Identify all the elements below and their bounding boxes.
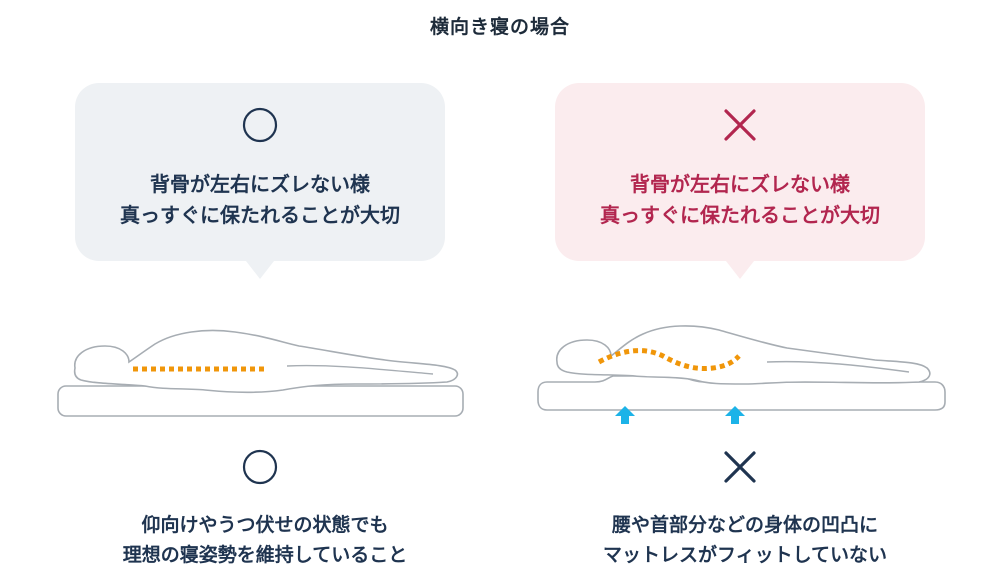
good-caption: 仰向けやうつ伏せの状態でも 理想の寝姿勢を維持していること bbox=[55, 510, 475, 570]
pressure-arrow-icon bbox=[615, 406, 635, 424]
bubble-tail bbox=[726, 261, 754, 279]
bad-cross-icon bbox=[555, 105, 925, 145]
good-sleeping-figure bbox=[55, 310, 475, 430]
bubble-tail bbox=[246, 261, 274, 279]
bad-bubble-line1: 背骨が左右にズレない様 bbox=[630, 172, 850, 196]
good-speech-bubble: 背骨が左右にズレない様 真っすぐに保たれることが大切 bbox=[75, 83, 445, 279]
good-bubble-text: 背骨が左右にズレない様 真っすぐに保たれることが大切 bbox=[75, 169, 445, 231]
bad-caption: 腰や首部分などの身体の凹凸に マットレスがフィットしていない bbox=[535, 510, 955, 570]
curved-spine bbox=[597, 348, 741, 371]
bad-bubble-text: 背骨が左右にズレない様 真っすぐに保たれることが大切 bbox=[555, 169, 925, 231]
body-outline bbox=[73, 329, 459, 394]
pressure-arrow-icon bbox=[725, 406, 745, 424]
arm-line bbox=[286, 364, 434, 375]
good-circle-icon bbox=[240, 447, 280, 487]
bad-cross-icon bbox=[720, 447, 760, 487]
good-bubble-line2: 真っすぐに保たれることが大切 bbox=[120, 203, 400, 227]
bad-sleeping-figure bbox=[535, 310, 955, 430]
good-caption-line1: 仰向けやうつ伏せの状態でも bbox=[141, 514, 389, 536]
arm-line bbox=[766, 360, 910, 373]
mattress bbox=[537, 375, 946, 411]
bad-bubble-line2: 真っすぐに保たれることが大切 bbox=[600, 203, 880, 227]
bad-speech-bubble: 背骨が左右にズレない様 真っすぐに保たれることが大切 bbox=[555, 83, 925, 279]
bad-caption-line2: マットレスがフィットしていない bbox=[602, 544, 888, 566]
good-caption-line2: 理想の寝姿勢を維持していること bbox=[122, 544, 408, 566]
good-circle-icon bbox=[75, 105, 445, 145]
body-outline bbox=[556, 325, 931, 385]
good-bubble-line1: 背骨が左右にズレない様 bbox=[150, 172, 370, 196]
bad-caption-line1: 腰や首部分などの身体の凹凸に bbox=[611, 514, 878, 536]
page-title: 横向き寝の場合 bbox=[429, 16, 570, 38]
